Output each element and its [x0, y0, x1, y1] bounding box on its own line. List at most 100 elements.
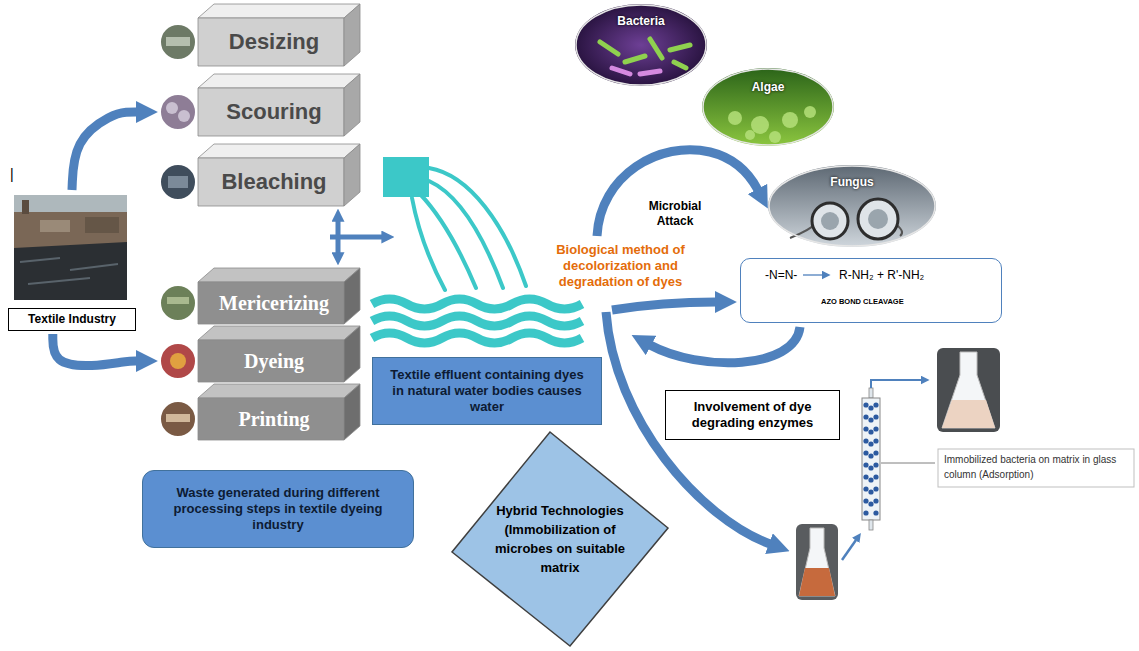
water-wave [372, 299, 582, 309]
process-bar: Scouring [160, 74, 360, 136]
node-text: Desizing [229, 29, 319, 55]
flow-arrow-small [871, 380, 921, 388]
node-text: AZO BOND CLEAVAGE [821, 294, 904, 310]
node-text: Hybrid Technologies (Immobilization of m… [494, 501, 626, 577]
water-wave [372, 333, 582, 343]
bar-front-face [198, 340, 344, 382]
leader-line [881, 463, 935, 464]
alga [804, 106, 816, 118]
flow-arrow [597, 150, 758, 236]
sporangium-core [868, 209, 888, 229]
column-tube [869, 520, 873, 530]
bar-top-face [198, 74, 360, 88]
process-bar: Printing [160, 384, 360, 440]
text-area: Desizing [206, 18, 342, 66]
fungus-picture [768, 165, 936, 247]
flow-arrow [650, 327, 800, 363]
flask-bottom [796, 524, 838, 600]
flow-connector [53, 334, 137, 366]
glass-column [862, 388, 880, 530]
bar-top-face [198, 144, 360, 158]
stray-mark: | [10, 165, 22, 183]
node-text: Printing [238, 408, 309, 431]
flask-photo-ground [796, 524, 838, 600]
alga [769, 131, 781, 143]
photo-chimney [22, 200, 29, 214]
process-bar: Desizing [160, 4, 360, 66]
flask-top [937, 348, 1000, 432]
bar-side-face [344, 268, 360, 324]
process-photo [160, 94, 196, 130]
process-photo-detail [166, 414, 190, 422]
column-body [862, 398, 880, 520]
process-photo [160, 401, 196, 437]
bar-side-face [344, 384, 360, 440]
photo-sky [14, 195, 127, 300]
algae-picture [702, 68, 834, 146]
water-streams [412, 168, 526, 290]
label-area: Biological method of decolorization and … [538, 242, 703, 290]
process-photo [160, 343, 196, 379]
flask [942, 352, 995, 428]
process-photo [160, 24, 196, 60]
algae-photo [702, 68, 834, 146]
callout-frame [938, 449, 1134, 487]
node-text: Textile effluent containing dyes in natu… [383, 367, 591, 416]
water-discharge [372, 157, 582, 343]
bar-top-face [198, 326, 360, 340]
text-area: Bacteria [575, 14, 707, 28]
node-text: Involvement of dye degrading enzymes [676, 399, 829, 432]
node-text: -N=N- [765, 267, 797, 283]
sporangium [812, 203, 848, 239]
bacteria-rods [600, 39, 690, 74]
callout-label: Immobilized bacteria on matrix in glass … [944, 452, 1132, 482]
node-text: R-NH₂ + R'-NH₂ [839, 267, 924, 283]
photo-building [40, 220, 70, 232]
water-stream [429, 168, 526, 286]
water-wave [372, 316, 582, 326]
organism-ellipse: Fungus [768, 165, 936, 247]
text-area: Scouring [206, 88, 342, 136]
node-text: Textile Industry [8, 308, 136, 331]
photo-ripples [20, 258, 118, 284]
process-photo-detail [166, 102, 178, 114]
algae-blobs [728, 106, 816, 143]
bacterium [670, 45, 690, 50]
text-area: Hybrid Technologies (Immobilization of m… [448, 428, 672, 650]
bacterium [674, 62, 686, 68]
alga [751, 116, 769, 134]
process-icon [160, 24, 196, 437]
text-area: Bleaching [206, 158, 342, 206]
photo-building [85, 217, 119, 233]
organism-ellipse: Algae [702, 68, 834, 146]
sporangium [858, 199, 898, 239]
process-photo-detail [167, 297, 189, 304]
node-text: Scouring [226, 99, 321, 125]
flow-connector [72, 112, 137, 190]
process-label: Biological method of decolorization and … [538, 242, 703, 290]
bacteria-picture [575, 4, 707, 86]
node-text: Fungus [768, 175, 936, 189]
note-box: Involvement of dye degrading enzymes [665, 390, 840, 440]
label-area: | [10, 165, 22, 183]
info-box: Waste generated during different process… [142, 470, 414, 548]
sporangium-core [821, 212, 839, 230]
ellipse-shape [702, 68, 834, 146]
treated-solution [942, 400, 995, 428]
text-area: Printing [206, 398, 342, 440]
dye-solution [799, 568, 835, 596]
reaction-arrow [803, 274, 822, 275]
organism-ellipse: Bacteria [575, 4, 707, 86]
bar-front-face [198, 282, 344, 324]
diamond-shape [448, 428, 672, 650]
bar-front-face [198, 398, 344, 440]
bar-front-face [198, 158, 344, 206]
bacterium [612, 68, 630, 74]
column-tube [869, 388, 873, 398]
info-box: Textile effluent containing dyes in natu… [372, 357, 602, 425]
alga [782, 112, 798, 128]
bar-top-face [198, 4, 360, 18]
label-area: Microbial Attack [638, 199, 712, 229]
water-stream [420, 194, 476, 288]
